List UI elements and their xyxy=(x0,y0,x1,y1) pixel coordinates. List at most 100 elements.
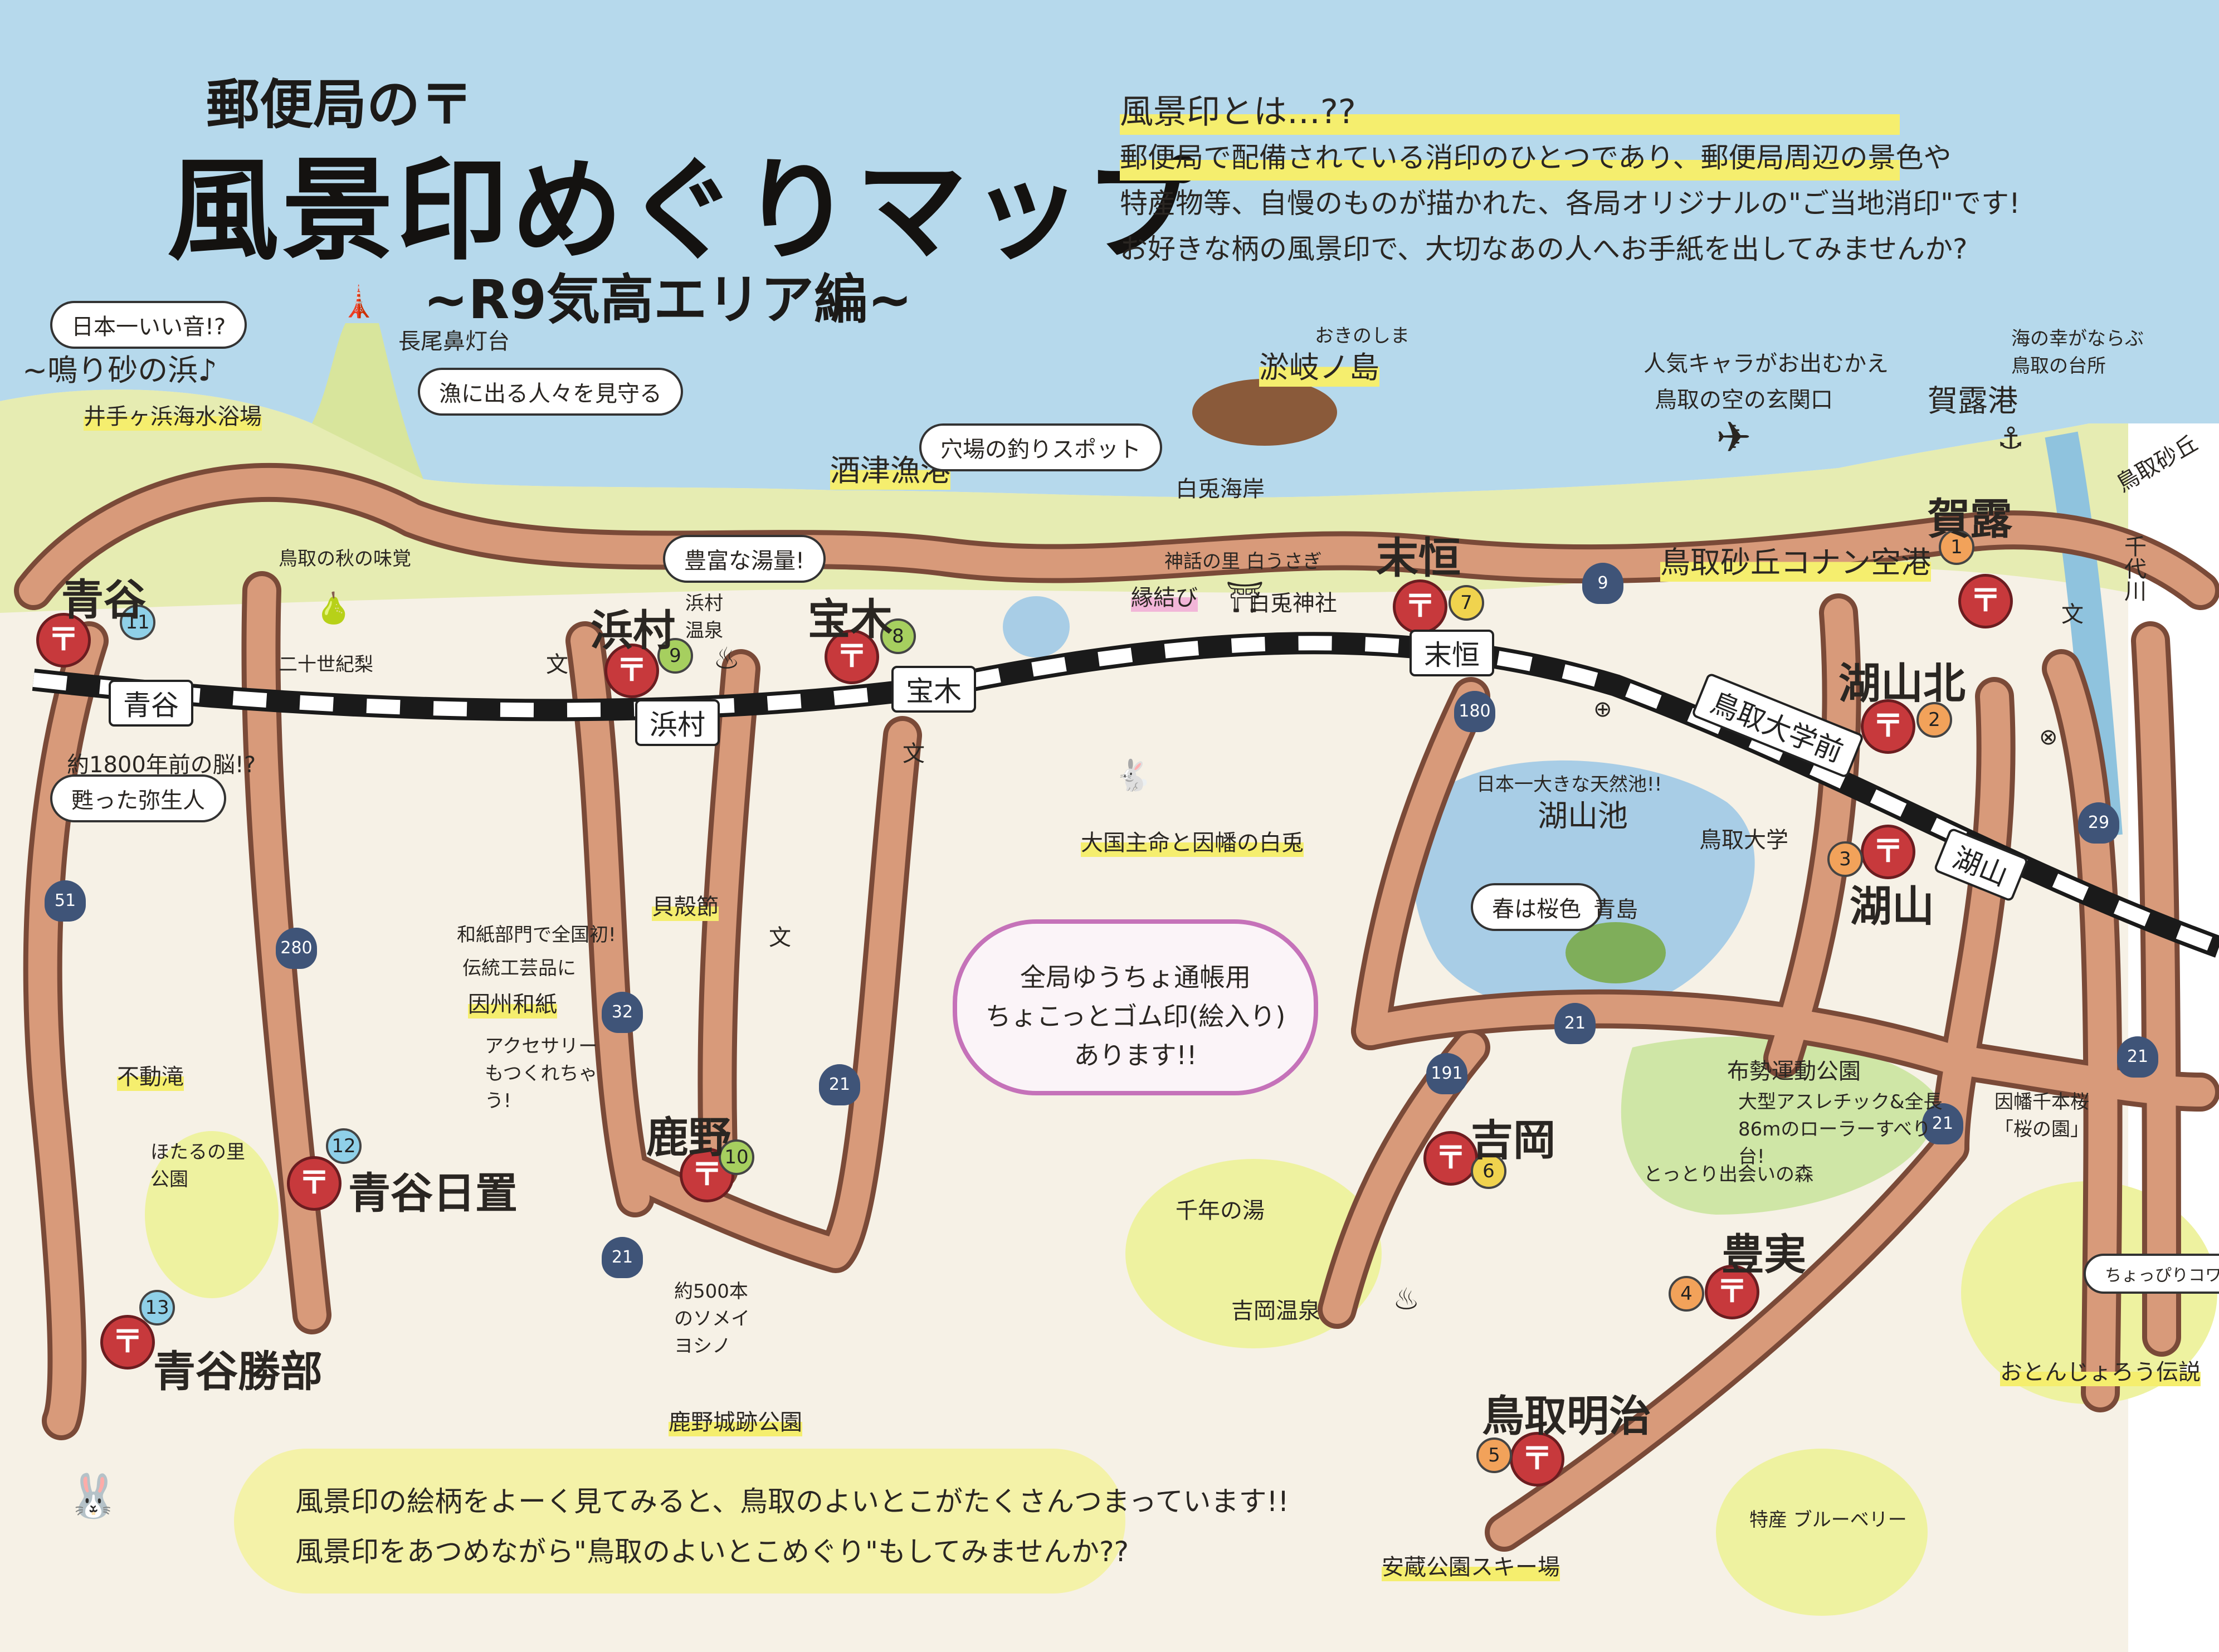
po-num-5: 5 xyxy=(1476,1437,1512,1473)
cloud-line-1: 全局ゆうちょ通帳用 xyxy=(1020,962,1251,992)
police-mark-icon: ⊗ xyxy=(2039,724,2058,750)
po-name-2: 湖山北 xyxy=(1838,659,1966,708)
post-office-mark-icon: 〒 xyxy=(1861,825,1915,879)
label-hot-spring-rich: 豊富な湯量! xyxy=(663,535,826,583)
onsen-mark-icon: ♨ xyxy=(713,641,740,676)
label-scary: ちょっぴりコワイ!? xyxy=(2084,1254,2219,1294)
po-name-9: 浜村 xyxy=(591,606,675,655)
label-popular-char: 人気キャラがお出むかえ xyxy=(1643,351,1889,377)
title-line3: ~R9気高エリア編~ xyxy=(423,269,913,331)
school-mark-icon: 文 xyxy=(769,925,791,951)
cloud-line-2: ちょこっとゴム印(絵入り) xyxy=(985,1001,1286,1031)
small-pond xyxy=(1003,596,1070,657)
label-nagaobana: 長尾鼻灯台 xyxy=(398,329,510,354)
po-num-13: 13 xyxy=(139,1290,175,1326)
label-largest-lake: 日本一大きな天然池!! xyxy=(1476,773,1662,796)
po-name-8: 宝木 xyxy=(808,594,893,644)
label-sea-kitchen: 海の幸がならぶ鳥取の台所 xyxy=(2011,328,2144,377)
label-yayoi-brain: 約1800年前の脳!? xyxy=(67,752,256,778)
lighthouse-icon: 🗼 xyxy=(340,284,378,319)
post-office-mark-icon: 〒 xyxy=(287,1156,342,1211)
po-num-3: 3 xyxy=(1827,841,1863,877)
label-nihon-ichi: 日本一いい音!? xyxy=(50,301,247,349)
intro-line-1: 郵便局で配備されている消印のひとつであり、郵便局周辺の景色や xyxy=(1120,135,1952,181)
label-accessory: アクセサリーもつくれちゃう! xyxy=(485,1035,598,1112)
hotaru-area xyxy=(145,1131,279,1298)
post-office-mark-icon: 〒 xyxy=(1861,699,1915,754)
route-shield-21a: 21 xyxy=(602,1237,643,1278)
route-shield-21b: 21 xyxy=(819,1064,860,1105)
footer-line-1: 風景印の絵柄をよーく見てみると、鳥取のよいとこがたくさんつまっています!! xyxy=(295,1485,1289,1518)
label-inaba-senbonzakura: 因幡千本桜「桜の園」 xyxy=(1994,1091,2089,1141)
post-office-mark-icon: 〒 xyxy=(1393,579,1447,634)
station-aoya: 青谷 xyxy=(109,680,193,727)
label-ibaragi-beach: 井手ヶ浜海水浴場 xyxy=(84,398,262,431)
po-name-3: 湖山 xyxy=(1850,881,1934,931)
po-num-6: 6 xyxy=(1471,1153,1506,1189)
title-line1: 郵便局の〒 xyxy=(206,74,474,136)
label-hakuto-coast: 白兎海岸 xyxy=(1176,476,1265,502)
post-office-mark-icon: 〒 xyxy=(825,630,879,684)
label-yoshino-500: 約500本のソメイヨシノ xyxy=(674,1280,750,1357)
po-num-9: 9 xyxy=(657,638,693,674)
intro-line-3: お好きな柄の風景印で、大切なあの人へお手紙を出してみませんか? xyxy=(1120,233,1968,265)
label-yoshioka-onsen: 吉岡温泉 xyxy=(1231,1298,1320,1324)
po-name-4: 豊実 xyxy=(1721,1230,1806,1279)
rabbit-icon: 🐇 xyxy=(1114,758,1152,793)
label-airport: 鳥取砂丘コナン空港 xyxy=(1660,538,1931,582)
label-hamamura-onsen: 浜村温泉 xyxy=(685,592,723,642)
intro-text: 風景印とは…?? 郵便局で配備されている消印のひとつであり、郵便局周辺の景色や … xyxy=(1120,89,2021,272)
label-karo-port: 賀露港 xyxy=(1928,383,2018,418)
po-num-11: 11 xyxy=(120,605,155,640)
po-num-10: 10 xyxy=(719,1139,754,1175)
po-name-10: 鹿野 xyxy=(646,1113,731,1162)
label-fishing-spot: 穴場の釣りスポット xyxy=(919,423,1162,471)
po-name-13: 青谷勝部 xyxy=(153,1347,323,1396)
po-name-11: 青谷 xyxy=(61,575,146,625)
po-num-8: 8 xyxy=(880,618,916,654)
po-name-7: 末恒 xyxy=(1376,533,1461,583)
label-deai-forest: とっとり出会いの森 xyxy=(1643,1163,1813,1186)
label-hotaru: ほたるの里公園 xyxy=(150,1141,245,1191)
po-num-7: 7 xyxy=(1449,585,1484,621)
po-name-12: 青谷日置 xyxy=(348,1168,518,1218)
route-shield-180: 180 xyxy=(1454,691,1495,732)
yoshioka-area xyxy=(1125,1159,1382,1348)
title-line2: 風景印めぐりマップ xyxy=(167,146,1201,276)
label-okuninushi: 大国主命と因幡の白兎 xyxy=(1081,825,1304,857)
post-office-mark-icon: 〒 xyxy=(604,644,659,698)
label-sendai-river: 千代川 xyxy=(2120,535,2146,602)
po-num-2: 2 xyxy=(1916,702,1952,738)
railway xyxy=(32,632,2219,958)
po-num-4: 4 xyxy=(1669,1276,1704,1312)
route-shield-21c: 21 xyxy=(1554,1003,1596,1044)
po-num-12: 12 xyxy=(326,1128,362,1164)
label-sakitsu-port: 酒津漁港 xyxy=(830,446,950,490)
post-office-mark-icon: 〒 xyxy=(1705,1265,1759,1319)
footer-line-2: 風景印をあつめながら"鳥取のよいとこめぐり"もしてみませんか?? xyxy=(295,1536,1129,1568)
school-mark-icon: 文 xyxy=(546,652,568,678)
intro-heading: 風景印とは…?? xyxy=(1120,89,1900,135)
label-ryou: 漁に出る人々を見守る xyxy=(418,368,683,416)
label-fudo-falls: 不動滝 xyxy=(117,1059,184,1091)
route-shield-51: 51 xyxy=(45,880,86,922)
po-name-5: 鳥取明治 xyxy=(1482,1391,1651,1441)
label-spring-sakura: 春は桜色 xyxy=(1471,883,1602,931)
label-washi-craft: 伝統工芸品に xyxy=(462,957,576,979)
mascot-rabbit-icon: 🐰 xyxy=(67,1471,120,1521)
onsen-mark-icon: ♨ xyxy=(1393,1281,1420,1317)
po-name-6: 吉岡 xyxy=(1471,1115,1555,1165)
label-ando-ski: 安蔵公園スキー場 xyxy=(1382,1549,1560,1581)
pear-icon: 🍐 xyxy=(315,591,353,626)
post-office-mark-icon: 〒 xyxy=(1958,574,2013,628)
route-shield-21e: 21 xyxy=(1922,1103,1963,1144)
post-office-mark-icon: 〒 xyxy=(100,1315,155,1370)
intro-line-2: 特産物等、自慢のものが描かれた、各局オリジナルの"ご当地消印"です! xyxy=(1120,187,2021,220)
label-enmusubi: 縁結び xyxy=(1131,579,1198,612)
station-hougi: 宝木 xyxy=(891,666,976,713)
po-num-1: 1 xyxy=(1939,529,1974,565)
fuse-park-area xyxy=(1621,1036,1936,1215)
label-shinwa: 神話の里 白うさぎ xyxy=(1164,550,1322,573)
cloud-line-3: あります!! xyxy=(1074,1040,1197,1070)
